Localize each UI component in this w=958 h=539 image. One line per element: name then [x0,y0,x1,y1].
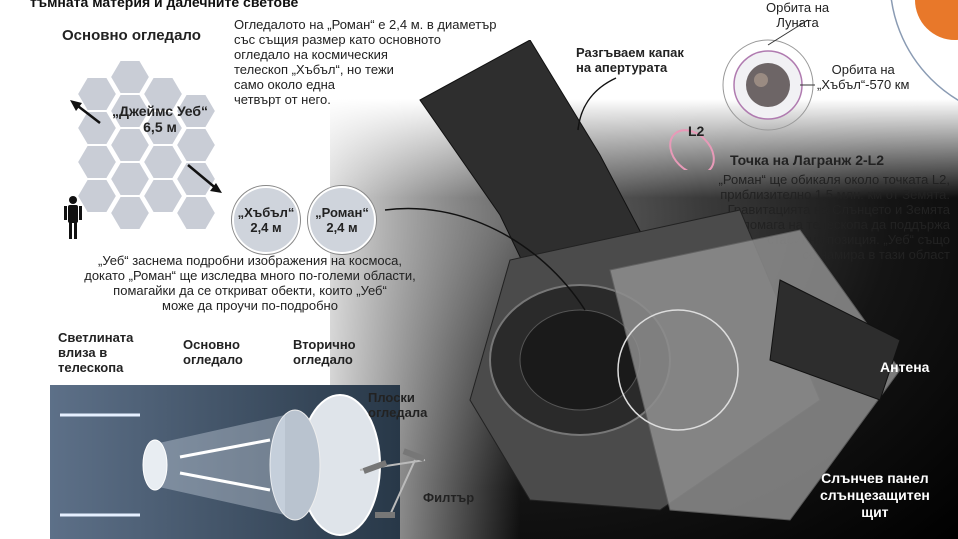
roman-mirror-circle: „Роман“2,4 м [308,186,376,254]
sun-icon [915,0,958,40]
earth-detail [754,73,768,87]
human-scale-icon [64,196,82,239]
lagrange-text: „Роман“ ще обикаля около точката L2,приб… [718,172,950,262]
solar-shield [609,229,900,521]
flat-mirror-2 [402,448,426,462]
telescope-tube [519,309,641,411]
filter-element [375,512,395,518]
cover-pointer-line [577,77,617,131]
flat-mirror-1 [362,460,388,474]
orbit-diagram [669,0,958,170]
antenna-label: Антена [880,359,930,375]
mirror-cap [142,439,168,491]
hubble-orbit-label: Орбита на„Хъбъл“-570 км [817,62,910,92]
mirror-title: Основно огледало [62,27,201,44]
instrument-highlight [617,309,739,431]
primary-mirror-shape [269,409,321,521]
optics-diagram [60,394,381,536]
reflect-arrow-top [179,438,271,459]
moon-orbit-pointer [767,19,809,46]
diameter-arrow-right [187,164,219,191]
hex-mirror [70,59,222,231]
roman-pointer-line [384,207,586,311]
filter-label: Филтър [423,490,475,505]
webb-mirror-label: „Джеймс Уеб“6,5 м [111,103,209,135]
header-caption: тъмната материя и далечните светове [30,0,299,10]
solar-panel [769,279,900,401]
lagrange-title: Точка на Лагранж 2-L2 [730,152,884,168]
hubble-mirror-circle: „Хъбъл“2,4 м [232,186,300,254]
flat-mirrors-diagram [359,448,426,518]
reflect-arrow-bottom [179,471,271,492]
roman-mirror-note: Огледалото на „Роман“ е 2,4 м. в диаметъ… [234,17,497,107]
earth-icon [746,63,790,107]
l2-orbit-ring [669,129,715,170]
telescope-illustration [384,40,900,521]
comparison-note: „Уеб“ заснема подробни изображения на ко… [84,253,416,313]
l2-label: L2 [688,123,705,139]
light-cone [150,415,285,515]
